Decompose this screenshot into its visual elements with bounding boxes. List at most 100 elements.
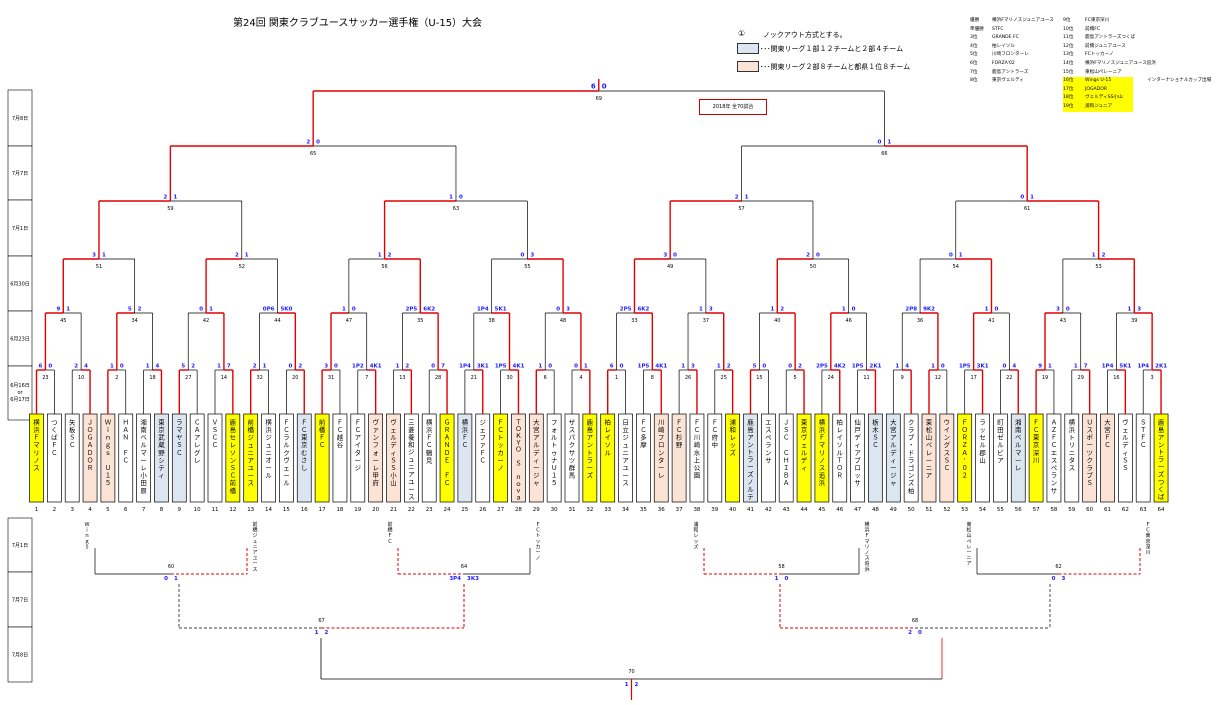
score-right: 1 (887, 140, 891, 146)
team-name: ＪＳＣ ＣＨＩＢＡ (783, 418, 789, 487)
team-name: ＦＣラルクヴェール (283, 418, 290, 487)
rank-label: 3位 (970, 35, 978, 41)
score-left: 5 (753, 364, 757, 370)
team-name: 横浜ジュニオール (265, 417, 272, 479)
score-right: 9K2 (923, 307, 935, 313)
team-number: 17 (319, 507, 326, 513)
team-number: 59 (1068, 507, 1075, 513)
team-number: 5 (106, 507, 110, 513)
team-name: ヴァンフォーレ甲府 (372, 417, 379, 487)
champion-box: 2018年 全70試合 (699, 99, 767, 115)
team-name: ＧＲＡＮＤＥ ＦＣ (444, 418, 450, 487)
score-left: 2 (806, 253, 810, 259)
round-date-label: 7月8日 (12, 653, 28, 659)
team-name: 東京武蔵野シティ (158, 417, 165, 479)
team-number: 44 (801, 507, 808, 513)
team-number: 47 (854, 507, 861, 513)
team-name: 町田ゼルビア (997, 418, 1004, 464)
rank-team: 横浜Fマリノスジュニアユース (992, 18, 1054, 23)
team-number: 10 (194, 507, 201, 513)
team-number: 38 (693, 507, 700, 513)
team-name: ＦＯＲＺＡ’０２ (962, 418, 968, 479)
team-name: 鹿島アントラーズ (587, 417, 594, 479)
score-left: 2P5 (406, 307, 418, 313)
team-number: 14 (265, 507, 272, 513)
round-date-cell (7, 255, 33, 312)
score-left: 1P5 (959, 364, 971, 370)
score-right: 6K2 (637, 307, 649, 313)
team-name: ＡＺＦＣエスペランサ (1051, 418, 1057, 494)
score-left: 1 (717, 364, 721, 370)
round-date-label: 7月1日 (12, 543, 28, 549)
score-left: 1P5 (495, 364, 507, 370)
score-left: 1 (1092, 253, 1096, 259)
score-left: 1 (146, 364, 150, 370)
rank-team: 鹿島アントラーズつくば (1085, 35, 1136, 41)
team-name: 横浜ＦＣ (462, 417, 469, 449)
team-number: 51 (926, 507, 933, 513)
score-left: 0 (556, 307, 560, 313)
team-name: ＳＴＦＣ (1140, 418, 1146, 449)
team-name: 柏レイソル (605, 417, 612, 456)
team-name: 日立ジュニアユース (622, 418, 629, 487)
score-left: 3P4 (449, 576, 461, 582)
score-right: 2 (780, 307, 784, 313)
team-number: 61 (1104, 507, 1111, 513)
score-left: 1 (625, 682, 629, 688)
match-number: 38 (488, 318, 494, 324)
match-number: 18 (149, 375, 155, 381)
score-right: 4 (1012, 364, 1016, 370)
rank-left-row-4: 4位柏レイソル (970, 43, 1054, 52)
note-number: ① (738, 29, 746, 38)
score-right: 3K1 (977, 364, 989, 370)
team-number: 22 (408, 507, 415, 513)
score-right: 0 (994, 307, 998, 313)
team-name: 鹿島セレソンＳＣ前橋 (230, 417, 237, 494)
round-date-cell (7, 145, 33, 201)
score-left: 1P4 (477, 307, 489, 313)
match-number: 52 (239, 264, 245, 270)
score-right: 1 (959, 253, 963, 259)
score-right: 0 (459, 195, 463, 201)
rank-right-row-7: 15位東松山ペレーニア (1063, 69, 1156, 78)
score-left: 0 (1052, 576, 1056, 582)
rank-team: FCトッカーノ (1085, 52, 1114, 58)
rank-label: 13位 (1063, 52, 1074, 58)
team-name: ヴェルディＳＳ小山 (390, 417, 397, 487)
round-date-cell (7, 310, 33, 367)
rank-team: STFC (992, 26, 1004, 32)
score-left: 1 (985, 307, 989, 313)
match-number: 46 (845, 318, 851, 324)
match-number: 27 (185, 375, 191, 381)
score-left: 2P5 (816, 364, 828, 370)
consolation-team-name: 浦和レッズ (693, 521, 698, 550)
score-left: 9 (1038, 364, 1042, 370)
team-number: 2 (53, 507, 57, 513)
team-name: 前橋ジュニアユース (248, 417, 255, 487)
round-date-cell (7, 571, 33, 628)
match-number: 10 (78, 375, 84, 381)
match-number: 57 (738, 206, 744, 212)
match-number: 53 (1095, 264, 1101, 270)
team-number: 4 (88, 507, 92, 513)
score-left: 1P2 (352, 364, 364, 370)
team-number: 23 (426, 507, 433, 513)
score-right: 2K1 (1155, 364, 1167, 370)
team-name: 栃木ＳＣ (872, 417, 879, 449)
match-number: 43 (1060, 318, 1066, 324)
team-name: ＣＡアレグレ (194, 418, 201, 464)
match-number: 63 (453, 206, 459, 212)
team-name: ラッセル郡山 (979, 418, 986, 464)
match-number: 3 (1151, 375, 1154, 381)
team-name: 湘南ベルマーレ小田原 (140, 417, 147, 494)
score-left: 1 (775, 576, 779, 582)
score-left: 0P6 (263, 307, 275, 313)
rank-label: 11位 (1063, 35, 1074, 41)
team-name: ＦＣ越谷 (337, 418, 344, 449)
team-name: ＦＣ東京深川 (1033, 418, 1040, 464)
score-right: 1 (1048, 364, 1052, 370)
team-number: 6 (124, 507, 128, 513)
rank-right-row-6: 14位横浜Fマリノスジュニアユース追浜 (1063, 60, 1156, 69)
